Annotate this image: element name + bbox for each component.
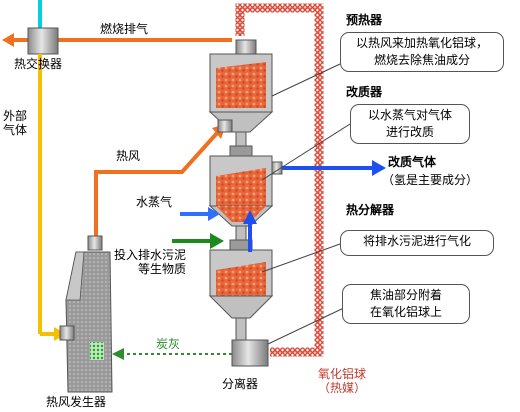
external-gas-label: 外部 气体: [3, 109, 28, 137]
reformer-callout: 以水蒸气对气体 进行改质: [350, 104, 470, 144]
reformer-title: 改质器: [346, 85, 383, 99]
steam-label: 水蒸气: [136, 195, 173, 209]
tar-callout: 焦油部分附着 在氧化铝球上: [342, 284, 470, 324]
pyrolyzer-callout: 将排水污泥进行气化: [340, 230, 494, 256]
separator-label: 分离器: [222, 377, 259, 391]
internal-gas-up-arrow: [243, 210, 257, 252]
exhaust-label: 燃烧排气: [100, 22, 149, 36]
char-label: 炭灰: [156, 337, 181, 351]
heat-exchanger-label: 热交换器: [14, 57, 63, 71]
hot-air-label: 热风: [116, 149, 141, 163]
feed-arrow: [172, 233, 224, 249]
preheater-title: 预热器: [346, 13, 383, 27]
hot-air-line: [94, 124, 226, 238]
hot-air-generator: [59, 235, 113, 393]
exhaust-arrow: [2, 33, 232, 47]
alumina-label: 氧化铝球 （热媒）: [318, 367, 367, 395]
reformed-gas-note: （氢是主要成分）: [382, 173, 479, 187]
callout-leaders: [261, 63, 351, 345]
char-return-arrow: [112, 348, 232, 360]
reactor-column: [208, 39, 283, 367]
steam-arrow: [180, 207, 220, 221]
feed-label: 投入排水污泥 等生物质: [114, 248, 187, 276]
preheater-callout: 以热风来加热氧化铝球， 燃烧去除焦油成分: [340, 32, 504, 72]
hot-air-generator-label: 热风发生器: [46, 395, 107, 409]
pyrolyzer-title: 热分解器: [346, 203, 395, 217]
heat-exchanger: [27, 27, 59, 55]
reformed-gas-title: 改质气体: [388, 155, 437, 169]
reformed-gas-arrow: [282, 160, 386, 176]
external-gas-line: [38, 54, 66, 341]
alumina-loop-pipe: [235, 3, 324, 357]
